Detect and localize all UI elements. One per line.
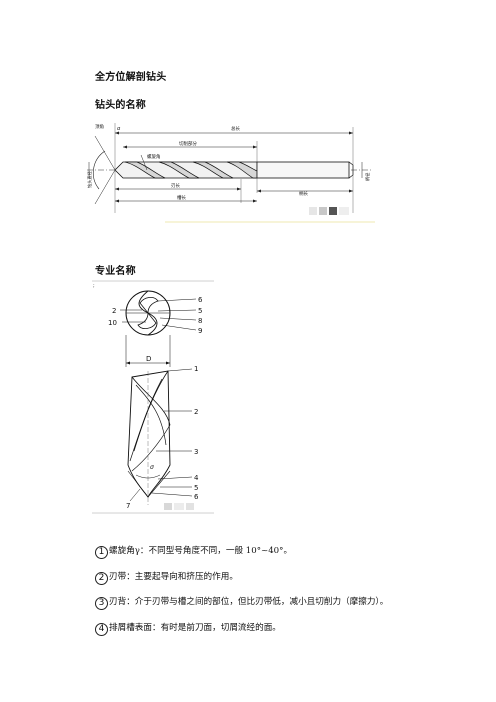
label-side-3: 3 [194,448,198,456]
label-spiral-part: 切削部分 [179,140,197,147]
svg-text:;: ; [93,283,95,289]
label-top-8: 8 [198,317,202,325]
watermark-block [339,207,349,215]
watermark-block [309,207,317,215]
label-top-5: 5 [198,307,202,315]
label-point-angle: 顶角 [95,123,104,130]
watermark-block [329,207,337,215]
label-edge-length: 刃长 [171,182,180,189]
section-heading-terms: 专业名称 [95,266,136,277]
watermark-block [174,503,184,510]
item-text: 刃带：主要起导向和挤压的作用。 [109,571,238,582]
label-drill-diameter: 钻头直径 [86,171,93,188]
label-side-6: 6 [194,493,199,501]
label-helix-angle: 螺旋角 [147,153,161,160]
label-shank-diameter: 柄径 [364,173,371,181]
label-side-1: 1 [194,365,198,373]
watermark-block [186,503,194,510]
item-text: 排屑槽表面：有时是前刀面，切屑流经的面。 [109,622,281,633]
label-point-angle-symbol: α [117,126,121,132]
drill-terms-diagram: ; 2 10 6 5 8 9 D 1 [92,280,214,514]
label-side-4: 4 [194,474,199,482]
label-top-2: 2 [112,307,116,315]
circled-number: 3 [95,597,108,610]
watermark-block [164,503,172,510]
item-text: 螺旋角γ：不同型号角度不同，一般 10°~40°。 [109,546,293,556]
label-flute-length: 槽长 [177,194,186,201]
watermark-block [319,207,327,215]
label-sigma: σ [150,464,154,471]
circled-number: 2 [95,571,108,585]
label-side-7: 7 [126,502,130,510]
circled-number: 1 [95,546,108,559]
circled-number: 4 [95,622,108,636]
label-top-10: 10 [108,319,117,327]
label-top-6: 6 [198,296,203,304]
label-diameter-d: D [146,355,151,363]
drill-naming-diagram: 顶角 α 总长 切削部分 螺旋角 刃长 槽长 柄长 钻头直径 柄径 [85,113,375,223]
label-side-2: 2 [194,408,198,416]
document-title: 全方位解剖钻头 [95,72,167,83]
label-top-9: 9 [198,327,202,335]
item-text: 刃背：介于刃带与槽之间的部位，但比刃带低，减小且切削力（摩擦力）。 [109,597,389,607]
section-heading-drill-names: 钻头的名称 [95,100,146,111]
label-side-5: 5 [194,484,198,492]
label-total-length: 总长 [231,125,240,132]
label-shank: 柄长 [299,190,308,197]
